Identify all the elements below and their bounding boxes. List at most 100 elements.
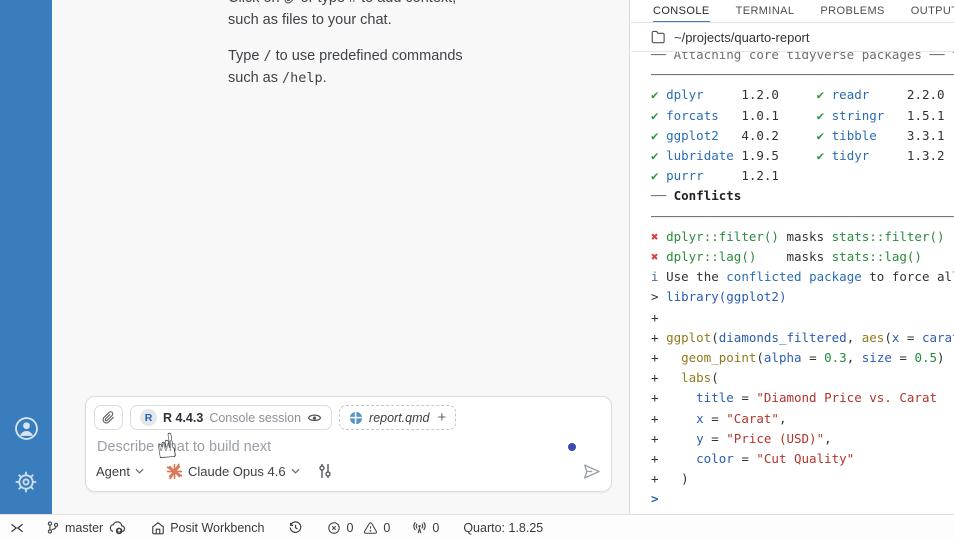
console-line: ✔ purrr 1.2.1 (651, 168, 779, 184)
r-version-label: R 4.4.3 (163, 410, 204, 425)
remote-indicator[interactable] (10, 522, 24, 534)
agent-label: Agent (96, 463, 130, 479)
folder-icon (651, 30, 665, 44)
model-label: Claude Opus 4.6 (187, 463, 286, 479)
tab-problems[interactable]: PROBLEMS (820, 5, 885, 17)
agent-mode-dropdown[interactable]: Agent (96, 464, 144, 479)
tools-button[interactable] (318, 463, 332, 479)
activity-bar (0, 0, 52, 514)
paperclip-icon (284, 0, 297, 4)
assistant-paragraph-commands: Type / to use predefined commands such a… (228, 45, 538, 89)
file-context-chip[interactable]: report.qmd + (339, 405, 457, 430)
account-icon[interactable] (12, 414, 40, 442)
console-output[interactable]: ── Attaching core tidyverse packages ── … (631, 52, 954, 510)
cloud-upload-icon (109, 521, 126, 535)
ports-count: 0 (432, 520, 440, 535)
console-panel: CONSOLE TERMINAL PROBLEMS OUTPUT ~/proje… (631, 0, 954, 514)
console-line: ✖ dplyr::lag() masks stats::lag() (651, 249, 922, 265)
console-line: + geom_point(alpha = 0.3, size = 0.5) (651, 350, 945, 366)
branch-name: master (65, 520, 104, 535)
console-line: + title = "Diamond Price vs. Carat (651, 390, 937, 406)
warning-triangle-icon (364, 521, 378, 534)
send-icon (584, 463, 600, 479)
console-line: ── Attaching core tidyverse packages ── … (651, 52, 954, 62)
working-directory-path: ~/projects/quarto-report (674, 29, 810, 45)
attach-button[interactable] (94, 405, 123, 430)
history-icon (290, 521, 302, 533)
console-line: + x = "Carat", (651, 410, 787, 426)
model-selector-dropdown[interactable]: Claude Opus 4.6 (166, 463, 300, 480)
msg2-slash: / (263, 48, 272, 64)
file-chip-label: report.qmd (369, 410, 430, 425)
assistant-message: Click on or type # to add context, such … (228, 0, 538, 103)
sliders-icon (318, 464, 331, 478)
workbench-label: Posit Workbench (170, 520, 265, 535)
msg1-line2: such as files to your chat. (228, 12, 392, 28)
claude-starburst-icon (166, 463, 183, 480)
paperclip-icon (102, 411, 115, 424)
panel-tabbar: CONSOLE TERMINAL PROBLEMS OUTPUT (631, 0, 954, 23)
msg2-help-command: /help (282, 70, 323, 86)
model-row: Agent Claude Opus 4.6 (96, 458, 601, 484)
eye-icon[interactable] (307, 410, 322, 425)
console-line: ✔ dplyr 1.2.0 ✔ readr 2.2.0 (651, 87, 945, 103)
quarto-version[interactable]: Quarto: 1.8.25 (463, 521, 543, 535)
msg2-part2: to use predefined commands (275, 48, 463, 64)
send-button[interactable] (582, 463, 601, 480)
chat-panel: Click on or type # to add context, such … (52, 0, 630, 514)
errors-count-group: 0 (327, 521, 353, 535)
assistant-paragraph-context: Click on or type # to add context, such … (228, 0, 538, 31)
git-branch-indicator[interactable]: master (46, 520, 126, 535)
quarto-version-label: Quarto: 1.8.25 (463, 520, 544, 535)
radio-tower-icon (413, 521, 427, 534)
history-button[interactable] (288, 520, 303, 535)
status-bar: master Posit Workbench (0, 514, 954, 540)
console-session-chip[interactable]: R R 4.4.3 Console session (130, 405, 333, 430)
quarto-logo (349, 410, 364, 425)
console-session-label: Console session (209, 410, 302, 425)
msg2-line2-pre: such as (228, 70, 278, 86)
console-line: ✔ forcats 1.0.1 ✔ stringr 1.5.1 (651, 107, 945, 123)
warnings-count-group: 0 (363, 521, 390, 535)
prompt-placeholder[interactable]: Describe what to build next (97, 439, 272, 455)
chevron-down-icon (135, 468, 144, 474)
console-line: i Use the conflicted package to force al… (651, 269, 954, 285)
msg2-period: . (322, 70, 327, 86)
console-line: + ggplot(diamonds_filtered, aes(x = cara… (651, 329, 954, 345)
console-line: ── Conflicts (651, 188, 742, 204)
errors-count: 0 (346, 520, 354, 535)
msg2-part1: Type (228, 48, 260, 64)
typing-indicator-dot (568, 443, 576, 451)
console-line: + color = "Cut Quality" (651, 451, 855, 467)
working-directory-row: ~/projects/quarto-report (631, 23, 954, 52)
r-logo: R (140, 409, 157, 426)
home-icon (152, 521, 165, 534)
console-line: ────────────────────────────────────────… (651, 208, 954, 224)
tab-console[interactable]: CONSOLE (653, 0, 710, 22)
gear-icon[interactable] (12, 468, 40, 496)
console-line: > library(ggplot2) (651, 289, 787, 305)
error-circle-icon (328, 521, 341, 534)
console-line: + (651, 309, 659, 325)
console-line: ────────────────────────────────────────… (651, 67, 954, 83)
warnings-count: 0 (383, 520, 391, 535)
tab-output[interactable]: OUTPUT (910, 5, 954, 17)
context-chip-row: R R 4.4.3 Console session (86, 397, 611, 430)
workbench-home[interactable]: Posit Workbench (151, 521, 264, 535)
console-line: ✔ ggplot2 4.0.2 ✔ tibble 3.3.1 (651, 127, 945, 143)
msg1-text-after: or type # to add context, (301, 0, 457, 6)
console-line: + ) (651, 471, 689, 487)
add-context-button[interactable]: + (437, 409, 447, 426)
console-line: > (651, 491, 667, 507)
console-line: + y = "Price (USD)", (651, 430, 832, 446)
console-line: + labs( (651, 370, 719, 386)
ports-indicator[interactable]: 0 (412, 520, 439, 535)
console-line: ✔ lubridate 1.9.5 ✔ tidyr 1.3.2 (651, 148, 945, 164)
remote-icon (11, 523, 23, 532)
chat-input-box[interactable]: R R 4.4.3 Console session (85, 396, 612, 492)
tab-terminal[interactable]: TERMINAL (735, 5, 795, 17)
chevron-down-icon (291, 468, 300, 474)
problems-summary[interactable]: 0 0 (327, 521, 390, 535)
msg1-text-before: Click on (228, 0, 280, 6)
